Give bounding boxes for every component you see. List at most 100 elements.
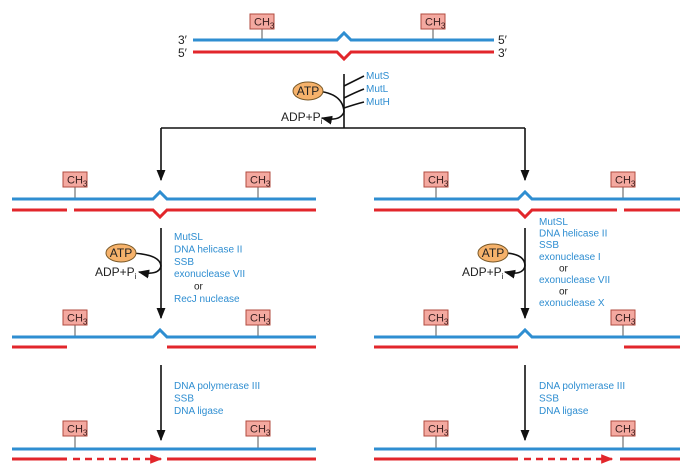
or-label: or xyxy=(194,282,204,293)
methyl-subscript: 3 xyxy=(444,429,449,438)
methyl-subscript: 3 xyxy=(444,318,449,327)
methyl-box xyxy=(610,309,636,326)
methyl-box xyxy=(610,420,636,437)
methyl-group: CH3 xyxy=(62,309,88,337)
methyl-subscript: 3 xyxy=(270,22,275,31)
enzyme-label: DNA polymerase III xyxy=(539,381,625,392)
methyl-subscript: 3 xyxy=(631,180,636,189)
methyl-label: CH3 xyxy=(615,313,636,327)
methyl-label: CH3 xyxy=(428,175,449,189)
atp-oval xyxy=(105,243,137,263)
enzyme-label: exonuclease VII xyxy=(174,269,245,280)
enzyme-label: exonuclease I xyxy=(539,252,601,263)
enzyme-label: MutS xyxy=(366,71,390,82)
pi-subscript: i xyxy=(135,272,137,281)
enzyme-label: MutL xyxy=(366,84,389,95)
methyl-group: CH3 xyxy=(420,13,446,40)
strand-end-top-left: 3′ xyxy=(178,33,188,47)
methyl-subscript: 3 xyxy=(266,180,271,189)
enzyme-label: DNA ligase xyxy=(539,406,589,417)
atp-oval xyxy=(292,81,324,101)
methyl-label: CH3 xyxy=(254,17,275,31)
enzyme-label: MutH xyxy=(366,97,390,108)
enzyme-label: SSB xyxy=(539,240,559,251)
enzyme-bracket xyxy=(343,88,365,99)
methyl-subscript: 3 xyxy=(266,429,271,438)
methyl-subscript: 3 xyxy=(631,429,636,438)
methyl-label: CH3 xyxy=(428,424,449,438)
methyl-group: CH3 xyxy=(245,420,271,449)
methyl-label: CH3 xyxy=(67,175,88,189)
methyl-label: CH3 xyxy=(67,313,88,327)
methyl-group: CH3 xyxy=(610,171,636,199)
parent-strand-top xyxy=(193,30,494,42)
parent-strand xyxy=(374,327,680,339)
methyl-group: CH3 xyxy=(62,171,88,199)
enzyme-label: DNA ligase xyxy=(174,406,224,417)
adp-pi-label: ADP+Pi xyxy=(462,265,504,281)
methyl-group: CH3 xyxy=(610,309,636,337)
methyl-subscript: 3 xyxy=(441,22,446,31)
methyl-label: CH3 xyxy=(67,424,88,438)
enzyme-bracket xyxy=(343,75,365,87)
enzyme-label: exonuclease X xyxy=(539,298,605,309)
enzyme-label: MutSL xyxy=(174,232,203,243)
methyl-box xyxy=(62,309,88,326)
methyl-group: CH3 xyxy=(423,171,449,199)
atp-label: ATP xyxy=(482,246,504,260)
methyl-group: CH3 xyxy=(423,420,449,449)
daughter-strand-top xyxy=(193,50,494,62)
daughter-strand xyxy=(74,208,316,220)
enzyme-label: DNA helicase II xyxy=(539,229,607,240)
parent-strand xyxy=(12,327,316,339)
methyl-label: CH3 xyxy=(615,424,636,438)
pi-subscript: i xyxy=(321,117,323,126)
or-label: or xyxy=(559,263,569,274)
methyl-box xyxy=(420,13,446,30)
methyl-box xyxy=(423,309,449,326)
enzyme-label: exonuclease VII xyxy=(539,275,610,286)
daughter-strand xyxy=(374,208,617,220)
methyl-box xyxy=(249,13,275,30)
methyl-subscript: 3 xyxy=(83,429,88,438)
methyl-box xyxy=(423,420,449,437)
pi-subscript: i xyxy=(502,272,504,281)
methyl-box xyxy=(245,420,271,437)
methyl-group: CH3 xyxy=(245,171,271,199)
methyl-label: CH3 xyxy=(428,313,449,327)
atp-label: ATP xyxy=(297,84,319,98)
methyl-subscript: 3 xyxy=(83,180,88,189)
methyl-group: CH3 xyxy=(245,309,271,337)
methyl-box xyxy=(423,171,449,188)
strand-end-bottom-left: 5′ xyxy=(178,46,188,60)
parent-strand xyxy=(12,189,316,201)
methyl-subscript: 3 xyxy=(83,318,88,327)
methyl-subscript: 3 xyxy=(631,318,636,327)
adp-pi-label: ADP+Pi xyxy=(95,265,137,281)
methyl-label: CH3 xyxy=(250,313,271,327)
adp-arrow xyxy=(503,265,526,279)
enzyme-bracket xyxy=(343,101,365,109)
methyl-group: CH3 xyxy=(62,420,88,449)
methyl-group: CH3 xyxy=(249,13,275,40)
methyl-box xyxy=(62,171,88,188)
enzyme-label: DNA polymerase III xyxy=(174,381,260,392)
or-label: or xyxy=(559,287,569,298)
parent-strand xyxy=(374,189,680,201)
methyl-box xyxy=(245,309,271,326)
adp-pi-label: ADP+Pi xyxy=(281,110,323,126)
atp-label: ATP xyxy=(110,246,132,260)
adp-arrow xyxy=(320,111,345,125)
enzyme-label: SSB xyxy=(174,393,194,404)
adp-arrow xyxy=(137,265,162,279)
methyl-group: CH3 xyxy=(610,420,636,449)
methyl-label: CH3 xyxy=(250,424,271,438)
methyl-label: CH3 xyxy=(425,17,446,31)
enzyme-label: RecJ nuclease xyxy=(174,294,240,305)
atp-oval xyxy=(477,243,509,263)
methyl-subscript: 3 xyxy=(444,180,449,189)
methyl-group: CH3 xyxy=(423,309,449,337)
methyl-subscript: 3 xyxy=(266,318,271,327)
strand-end-bottom-right: 3′ xyxy=(498,46,508,60)
